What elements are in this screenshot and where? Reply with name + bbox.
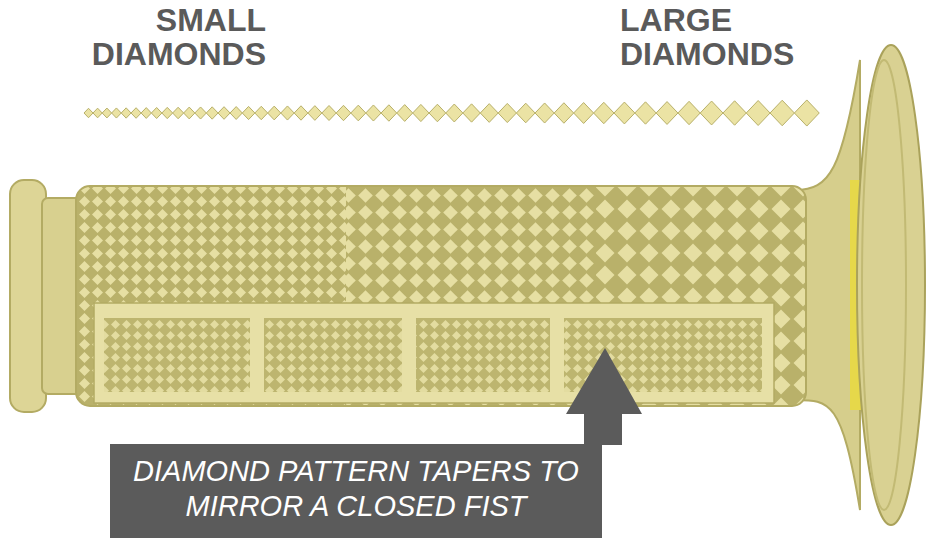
scale-diamond	[162, 107, 173, 118]
scale-diamond	[151, 107, 162, 118]
scale-diamond	[516, 103, 535, 123]
window	[416, 318, 550, 392]
scale-diamond	[429, 104, 446, 122]
scale-diamond	[230, 107, 242, 120]
scale-diamond	[746, 101, 770, 126]
scale-diamond	[554, 103, 574, 123]
window	[264, 318, 402, 392]
scale-diamond	[322, 105, 336, 120]
scale-diamond	[366, 105, 381, 121]
scale-diamond	[770, 100, 794, 126]
flange-disc	[857, 45, 925, 525]
scale-diamond	[308, 106, 322, 121]
callout-arrow	[566, 348, 642, 445]
scale-diamond	[336, 105, 351, 120]
scale-diamond	[112, 108, 122, 118]
scale-diamond	[594, 102, 614, 123]
scale-diamond	[700, 101, 723, 125]
scale-diamond	[446, 104, 463, 122]
scale-diamond	[184, 107, 195, 119]
scale-diamond	[656, 102, 678, 125]
scale-diamond	[794, 100, 819, 126]
scale-diamond	[614, 102, 635, 124]
scale-diamond	[413, 104, 429, 121]
scale-diamond	[351, 105, 366, 121]
scale-diamond	[397, 105, 413, 122]
flange-ring	[862, 60, 906, 510]
scale-diamond	[93, 108, 102, 118]
scale-diamond	[294, 106, 308, 120]
scale-diamond	[723, 101, 746, 125]
window	[104, 318, 250, 392]
grip-body	[76, 186, 806, 406]
scale-diamond	[131, 108, 141, 119]
scale-diamond	[195, 107, 206, 119]
scale-diamond	[574, 103, 594, 124]
scale-diamond	[255, 106, 268, 119]
grip-outline	[76, 186, 806, 406]
size-label: SMALL DIAMONDS	[92, 3, 266, 71]
scale-diamond	[173, 107, 184, 119]
scale-diamond	[480, 104, 498, 123]
window-panel	[94, 303, 774, 403]
size-label: LARGE DIAMONDS	[620, 3, 794, 71]
scale-diamond	[281, 106, 294, 120]
scale-diamond	[121, 108, 131, 118]
scale-diamond	[141, 108, 151, 119]
callout-box: DIAMOND PATTERN TAPERS TO MIRROR A CLOSE…	[110, 444, 602, 538]
scale-diamond	[242, 106, 255, 119]
scale-diamond	[102, 108, 111, 118]
scale-diamond	[463, 104, 480, 122]
callout-text: DIAMOND PATTERN TAPERS TO MIRROR A CLOSE…	[124, 454, 588, 524]
diamond-scale	[84, 100, 819, 126]
scale-diamond	[381, 105, 397, 121]
scale-diamond	[206, 107, 218, 119]
scale-diamond	[218, 107, 230, 120]
scale-diamond	[268, 106, 281, 120]
scale-diamond	[678, 101, 700, 124]
scale-diamond	[635, 102, 656, 124]
scale-diamond	[84, 108, 93, 117]
scale-diamond	[535, 103, 554, 123]
scale-diamond	[498, 103, 516, 122]
end-cap	[10, 180, 46, 412]
